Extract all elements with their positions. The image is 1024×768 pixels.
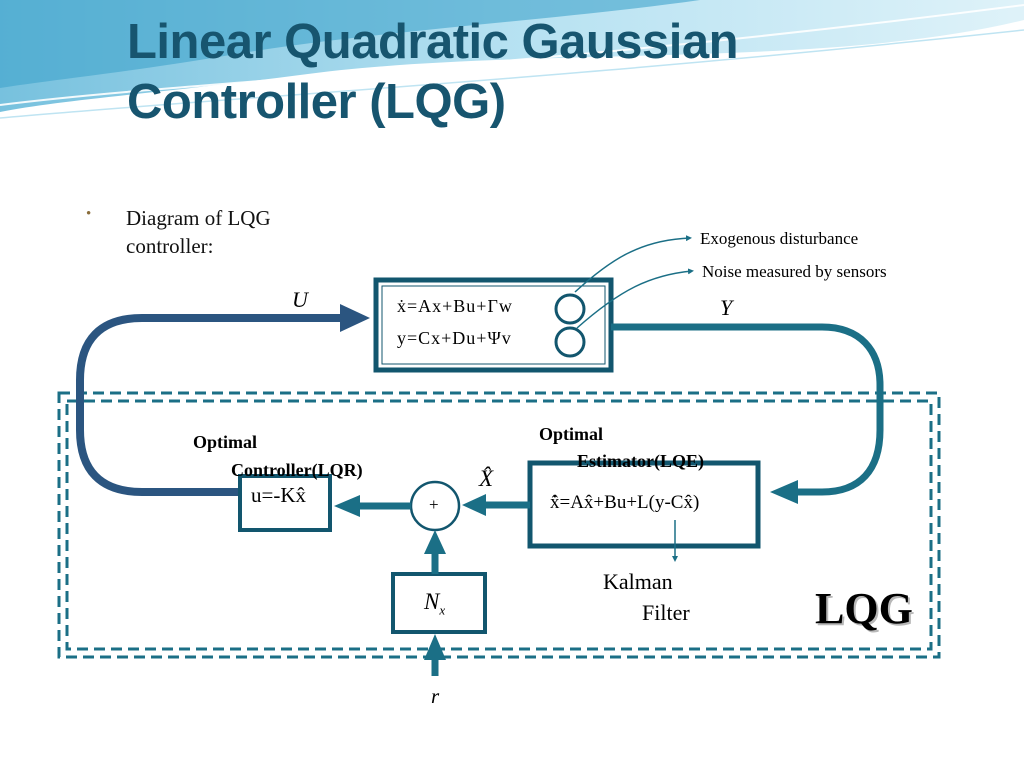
lqg-label: LQG — [815, 584, 913, 633]
lqg-dashed-boundary-outer — [57, 391, 941, 659]
noise-label: Noise measured by sensors — [702, 262, 887, 281]
plant-input-arrowhead — [340, 304, 370, 332]
lqe-equation: x̂̇=Ax̂+Bu+L(y-Cx̂) — [550, 492, 700, 513]
bullet-icon: • — [86, 206, 92, 222]
nx-subscript: x — [439, 602, 446, 618]
sum-input-arrowhead — [462, 494, 486, 516]
lqr-input-arrowhead — [334, 495, 360, 517]
kalman-label-line-2: Filter — [642, 600, 690, 625]
output-y-label: Y — [720, 295, 733, 320]
header-wave-decoration — [0, 0, 1024, 119]
nx-block — [391, 572, 487, 634]
sum-plus-sign: + — [429, 495, 439, 514]
state-estimate-label: X̂ — [479, 466, 494, 491]
measurement-path — [611, 323, 884, 496]
lqe-label-line-1: Optimal — [539, 424, 604, 444]
nx-main: N — [424, 589, 440, 614]
lqr-block — [238, 474, 332, 532]
nx-input-arrowhead — [424, 634, 446, 660]
exogenous-disturbance-label: Exogenous disturbance — [700, 229, 859, 248]
disturbance-input-circle — [554, 293, 586, 325]
lqr-equation: u=-Kx̂ — [251, 483, 307, 507]
plant-block — [373, 277, 614, 373]
title-line-2: Controller (LQG) — [127, 75, 506, 129]
plant-output-equation: y=Cx+Du+Ψv — [397, 328, 512, 348]
noise-input-circle — [554, 326, 586, 358]
noise-arrow — [576, 268, 694, 329]
estimator-input-arrowhead — [770, 480, 798, 504]
title-line-1: Linear Quadratic Gaussian — [127, 15, 739, 69]
kalman-label-line-1: Kalman — [603, 569, 673, 594]
lqr-label-line-1: Optimal — [193, 432, 258, 452]
lqr-label-line-2: Controller(LQR) — [231, 460, 363, 480]
plant-state-equation: ẋ=Ax+Bu+Γw — [397, 296, 513, 316]
lqe-block — [527, 460, 761, 549]
nx-label: Nx — [424, 589, 445, 619]
sum-bottom-arrowhead — [424, 530, 446, 554]
exogenous-disturbance-arrow — [574, 235, 692, 293]
bullet-text: Diagram of LQG controller: — [126, 206, 271, 258]
lqg-dashed-boundary-inner — [65, 399, 933, 651]
input-u-label: U — [292, 287, 308, 312]
lqe-label-line-2: Estimator(LQE) — [577, 451, 704, 471]
slide-title: Linear Quadratic Gaussian Controller (LQ… — [127, 12, 739, 132]
control-feedback-path — [76, 314, 342, 496]
reference-r-label: r — [431, 684, 440, 708]
